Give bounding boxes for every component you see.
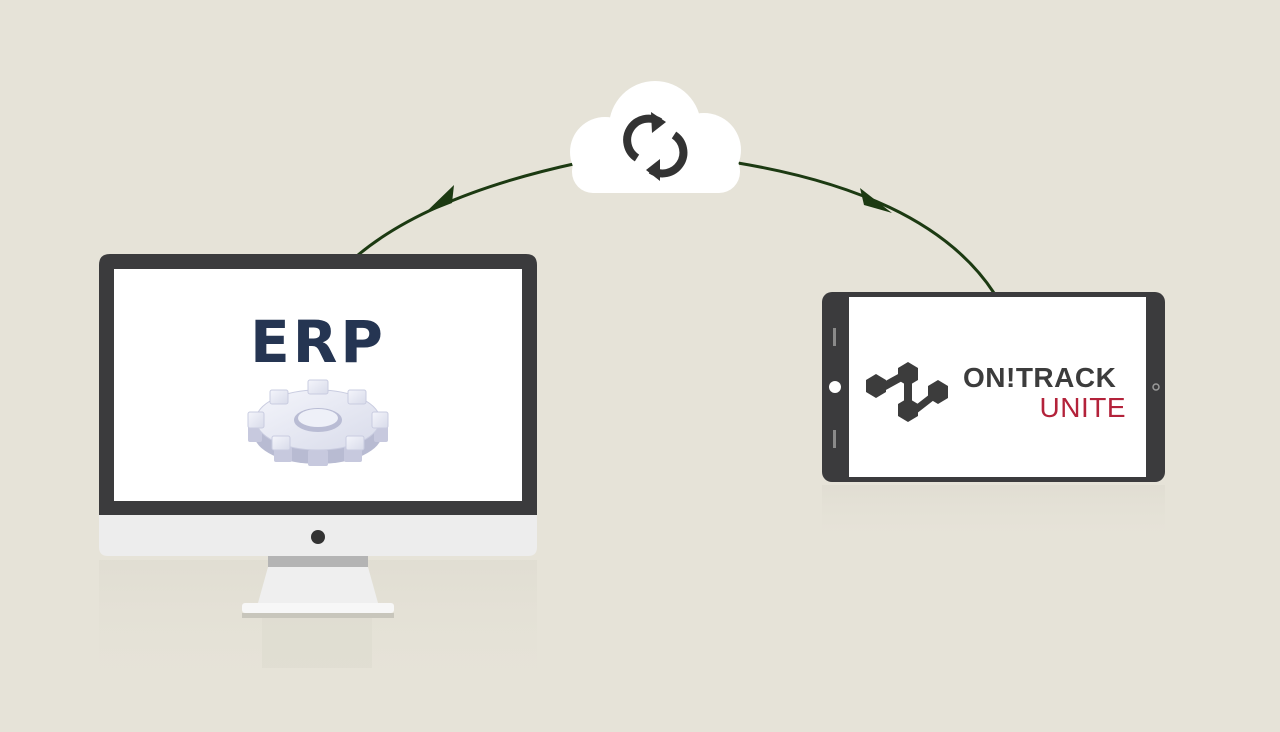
monitor-stand-neck [268, 556, 368, 567]
tablet-reflection [822, 485, 1165, 545]
sync-arcs [357, 161, 996, 294]
arc-to-erp [357, 161, 579, 257]
tablet-screen [849, 297, 1146, 477]
tablet-device [822, 292, 1165, 482]
arrowhead-right [860, 188, 892, 213]
brand-name-unite: UNITE [1039, 392, 1126, 423]
tablet-home-button [829, 381, 841, 393]
monitor-stand [258, 567, 378, 603]
arc-to-tablet [737, 161, 996, 294]
cloud-sync-icon [570, 81, 741, 193]
gear-icon [247, 379, 389, 466]
tablet-camera [1152, 383, 1160, 391]
hexagon-network-logo-icon [866, 362, 948, 422]
monitor-button [311, 530, 325, 544]
arrowhead-left [424, 185, 454, 214]
monitor-base [242, 603, 394, 613]
brand-name-ontrack: ON!TRACK [963, 362, 1117, 393]
erp-title: ERP [250, 308, 386, 376]
